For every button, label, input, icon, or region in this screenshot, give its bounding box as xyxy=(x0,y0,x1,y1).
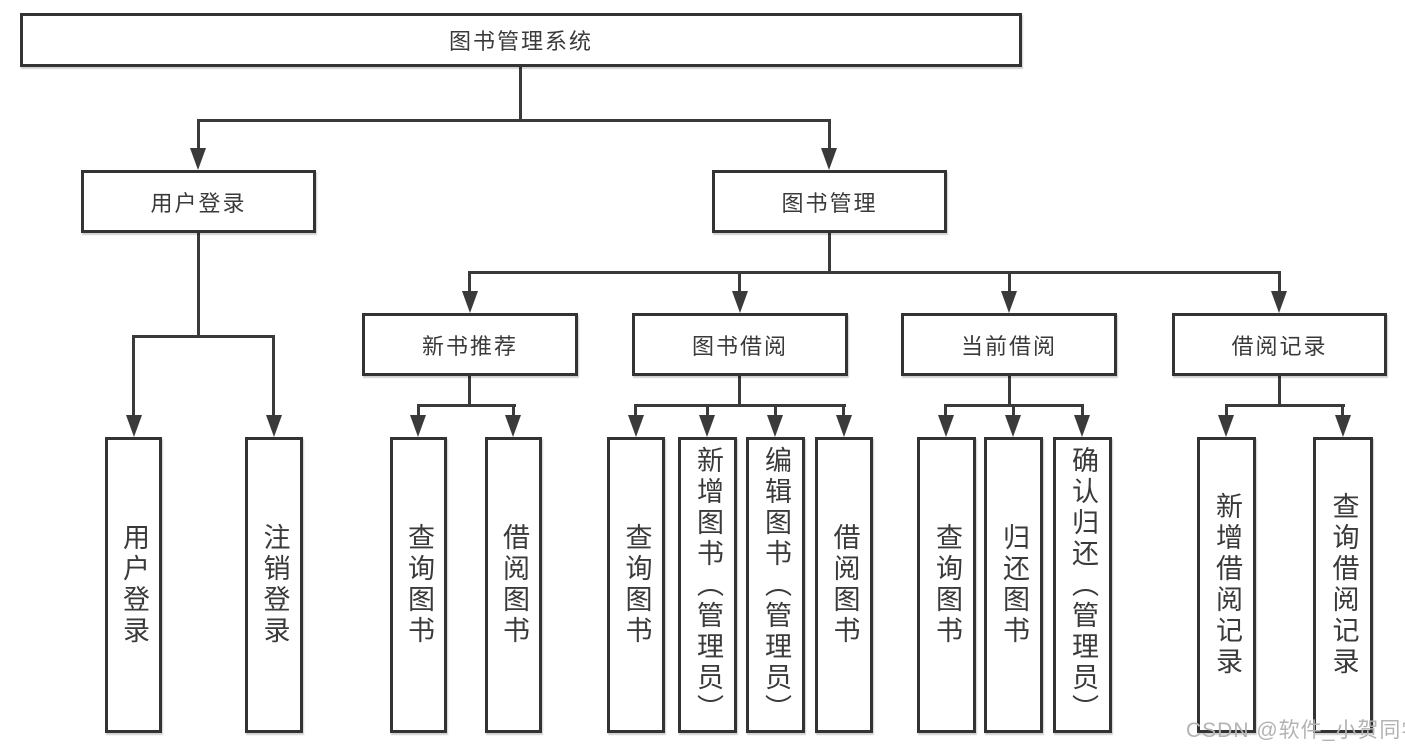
arrow-down-leaf-logout xyxy=(266,415,282,437)
leaf-rec-borrow-books: 借阅图书 xyxy=(485,437,542,733)
arrow-down-book-borrow xyxy=(732,291,748,313)
leaf-bb-query-books: 查询图书 xyxy=(607,437,665,733)
connector-drop-cb-query xyxy=(944,404,947,418)
connector-user-login-bar xyxy=(132,335,275,338)
node-borrow-records: 借阅记录 xyxy=(1172,313,1387,376)
connector-book-borrow-stem xyxy=(738,376,741,407)
node-current-borrow-label: 当前借阅 xyxy=(960,333,1057,359)
node-user-login-label: 用户登录 xyxy=(150,190,247,216)
arrow-down-new-book-rec xyxy=(462,291,478,313)
leaf-br-query-record: 查询借阅记录 xyxy=(1313,437,1373,733)
leaf-cb-query-books-label: 查询图书 xyxy=(932,523,962,647)
leaf-bb-borrow-books-label: 借阅图书 xyxy=(829,523,860,647)
leaf-rec-borrow-books-label: 借阅图书 xyxy=(499,523,529,647)
watermark: CSDN @软件_小贺同学 xyxy=(1186,719,1405,742)
connector-borrow-records-bar xyxy=(1225,404,1345,407)
leaf-bb-edit-books-label: 编辑图书（管理员） xyxy=(761,445,791,725)
node-user-login: 用户登录 xyxy=(81,170,316,233)
node-root-label: 图书管理系统 xyxy=(448,29,593,54)
node-book-mgmt: 图书管理 xyxy=(712,170,947,233)
connector-root-bar xyxy=(197,119,831,122)
leaf-cb-return-books-label: 归还图书 xyxy=(999,523,1029,647)
leaf-bb-add-books: 新增图书（管理员） xyxy=(678,437,737,733)
arrow-down-bb-edit xyxy=(767,415,783,437)
arrow-down-bb-add xyxy=(699,415,715,437)
connector-drop-bb-add xyxy=(706,404,709,418)
leaf-logout: 注销登录 xyxy=(245,437,303,733)
arrow-down-rec-query xyxy=(410,415,426,437)
arrow-down-user-login xyxy=(190,148,206,170)
leaf-logout-label: 注销登录 xyxy=(259,523,290,647)
node-new-book-rec-label: 新书推荐 xyxy=(421,333,518,359)
node-root: 图书管理系统 xyxy=(20,13,1022,67)
leaf-cb-query-books: 查询图书 xyxy=(917,437,976,733)
arrow-down-current-borrow xyxy=(1001,291,1017,313)
connector-borrow-records-stem xyxy=(1278,376,1281,407)
leaf-br-query-record-label: 查询借阅记录 xyxy=(1328,492,1359,678)
node-book-borrow: 图书借阅 xyxy=(632,313,848,376)
connector-new-book-rec-bar xyxy=(417,404,516,407)
leaf-login-label: 用户登录 xyxy=(119,523,149,647)
arrow-down-rec-borrow xyxy=(505,415,521,437)
arrow-down-cb-return xyxy=(1005,415,1021,437)
connector-book-borrow-bar xyxy=(634,404,846,407)
node-borrow-records-label: 借阅记录 xyxy=(1231,333,1328,359)
connector-current-borrow-stem xyxy=(1008,376,1011,407)
connector-drop-leaf-logout xyxy=(272,335,275,417)
arrow-down-bb-query xyxy=(628,415,644,437)
connector-user-login-stem xyxy=(197,233,200,338)
connector-drop-cb-confirm xyxy=(1081,404,1084,418)
leaf-bb-add-books-label: 新增图书（管理员） xyxy=(693,445,723,725)
connector-drop-rec-query xyxy=(417,404,420,418)
arrow-down-book-mgmt xyxy=(821,148,837,170)
arrow-down-cb-query xyxy=(938,415,954,437)
connector-root-stem xyxy=(519,67,522,120)
leaf-cb-return-books: 归还图书 xyxy=(984,437,1043,733)
leaf-rec-query-books-label: 查询图书 xyxy=(404,523,434,647)
connector-drop-br-query xyxy=(1341,404,1344,418)
connector-drop-bb-borrow xyxy=(842,404,845,418)
connector-drop-book-borrow xyxy=(738,271,741,293)
arrow-down-br-query xyxy=(1335,415,1351,437)
leaf-bb-query-books-label: 查询图书 xyxy=(621,523,652,647)
arrow-down-br-add xyxy=(1218,415,1234,437)
connector-drop-current-borrow xyxy=(1008,271,1011,293)
leaf-cb-confirm-return-label: 确认归还（管理员） xyxy=(1068,445,1098,725)
connector-book-mgmt-bar xyxy=(468,271,1281,274)
leaf-cb-confirm-return: 确认归还（管理员） xyxy=(1053,437,1112,733)
node-current-borrow: 当前借阅 xyxy=(901,313,1117,376)
connector-drop-book-mgmt xyxy=(828,119,831,151)
connector-new-book-rec-stem xyxy=(468,376,471,407)
connector-drop-bb-edit xyxy=(774,404,777,418)
leaf-rec-query-books: 查询图书 xyxy=(390,437,447,733)
leaf-login: 用户登录 xyxy=(105,437,162,733)
leaf-bb-edit-books: 编辑图书（管理员） xyxy=(746,437,805,733)
connector-drop-bb-query xyxy=(634,404,637,418)
node-new-book-rec: 新书推荐 xyxy=(362,313,578,376)
arrow-down-borrow-records xyxy=(1271,291,1287,313)
arrow-down-cb-confirm xyxy=(1074,415,1090,437)
node-book-mgmt-label: 图书管理 xyxy=(781,190,878,216)
leaf-bb-borrow-books: 借阅图书 xyxy=(815,437,873,733)
connector-drop-cb-return xyxy=(1012,404,1015,418)
leaf-br-add-record-label: 新增借阅记录 xyxy=(1212,492,1242,678)
connector-drop-user-login xyxy=(197,119,200,151)
arrow-down-bb-borrow xyxy=(836,415,852,437)
arrow-down-leaf-login xyxy=(126,415,142,437)
leaf-br-add-record: 新增借阅记录 xyxy=(1197,437,1256,733)
connector-drop-br-add xyxy=(1225,404,1228,418)
connector-drop-new-book-rec xyxy=(468,271,471,293)
connector-drop-rec-borrow xyxy=(512,404,515,418)
connector-drop-leaf-login xyxy=(132,335,135,417)
node-book-borrow-label: 图书借阅 xyxy=(691,333,788,359)
connector-book-mgmt-stem xyxy=(828,233,831,274)
connector-drop-borrow-records xyxy=(1278,271,1281,293)
